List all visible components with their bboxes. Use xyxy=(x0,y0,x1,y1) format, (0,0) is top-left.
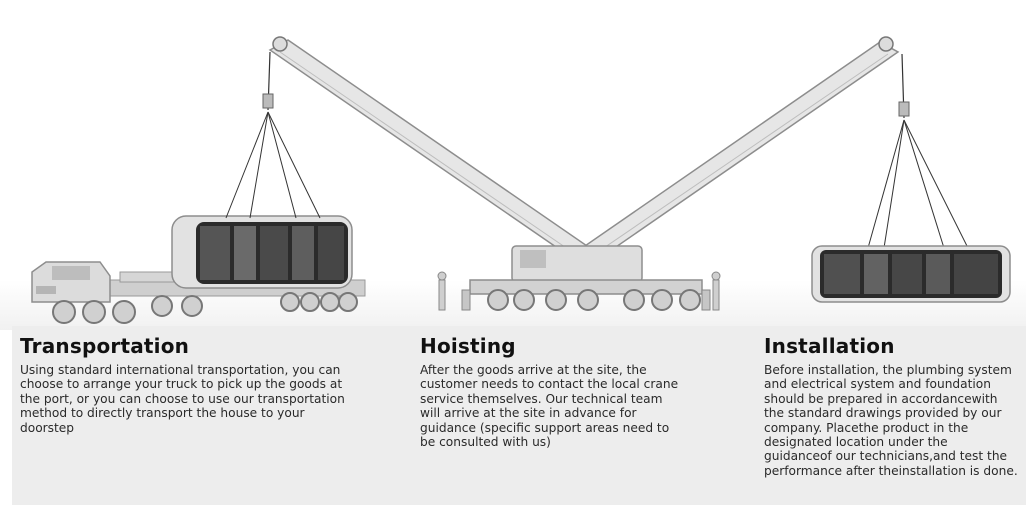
hoisting-text: After the goods arrive at the site, the … xyxy=(420,363,679,450)
truck-with-capsule-house xyxy=(31,111,366,324)
hoisting-section: Hoisting After the goods arrive at the s… xyxy=(420,334,680,449)
transportation-section: Transportation Using standard internatio… xyxy=(20,334,360,435)
installation-text: Before installation, the plumbing system… xyxy=(764,363,1018,478)
transportation-title: Transportation xyxy=(20,334,190,358)
info-panel: Transportation Using standard internatio… xyxy=(12,326,1026,505)
mobile-crane xyxy=(262,36,910,311)
installation-section: Installation Before installation, the pl… xyxy=(764,334,1019,478)
installation-title: Installation xyxy=(764,334,895,358)
process-illustration xyxy=(0,36,1026,330)
transportation-text: Using standard international transportat… xyxy=(20,363,345,435)
hoisting-title: Hoisting xyxy=(420,334,516,358)
installed-capsule-house xyxy=(811,119,1011,303)
